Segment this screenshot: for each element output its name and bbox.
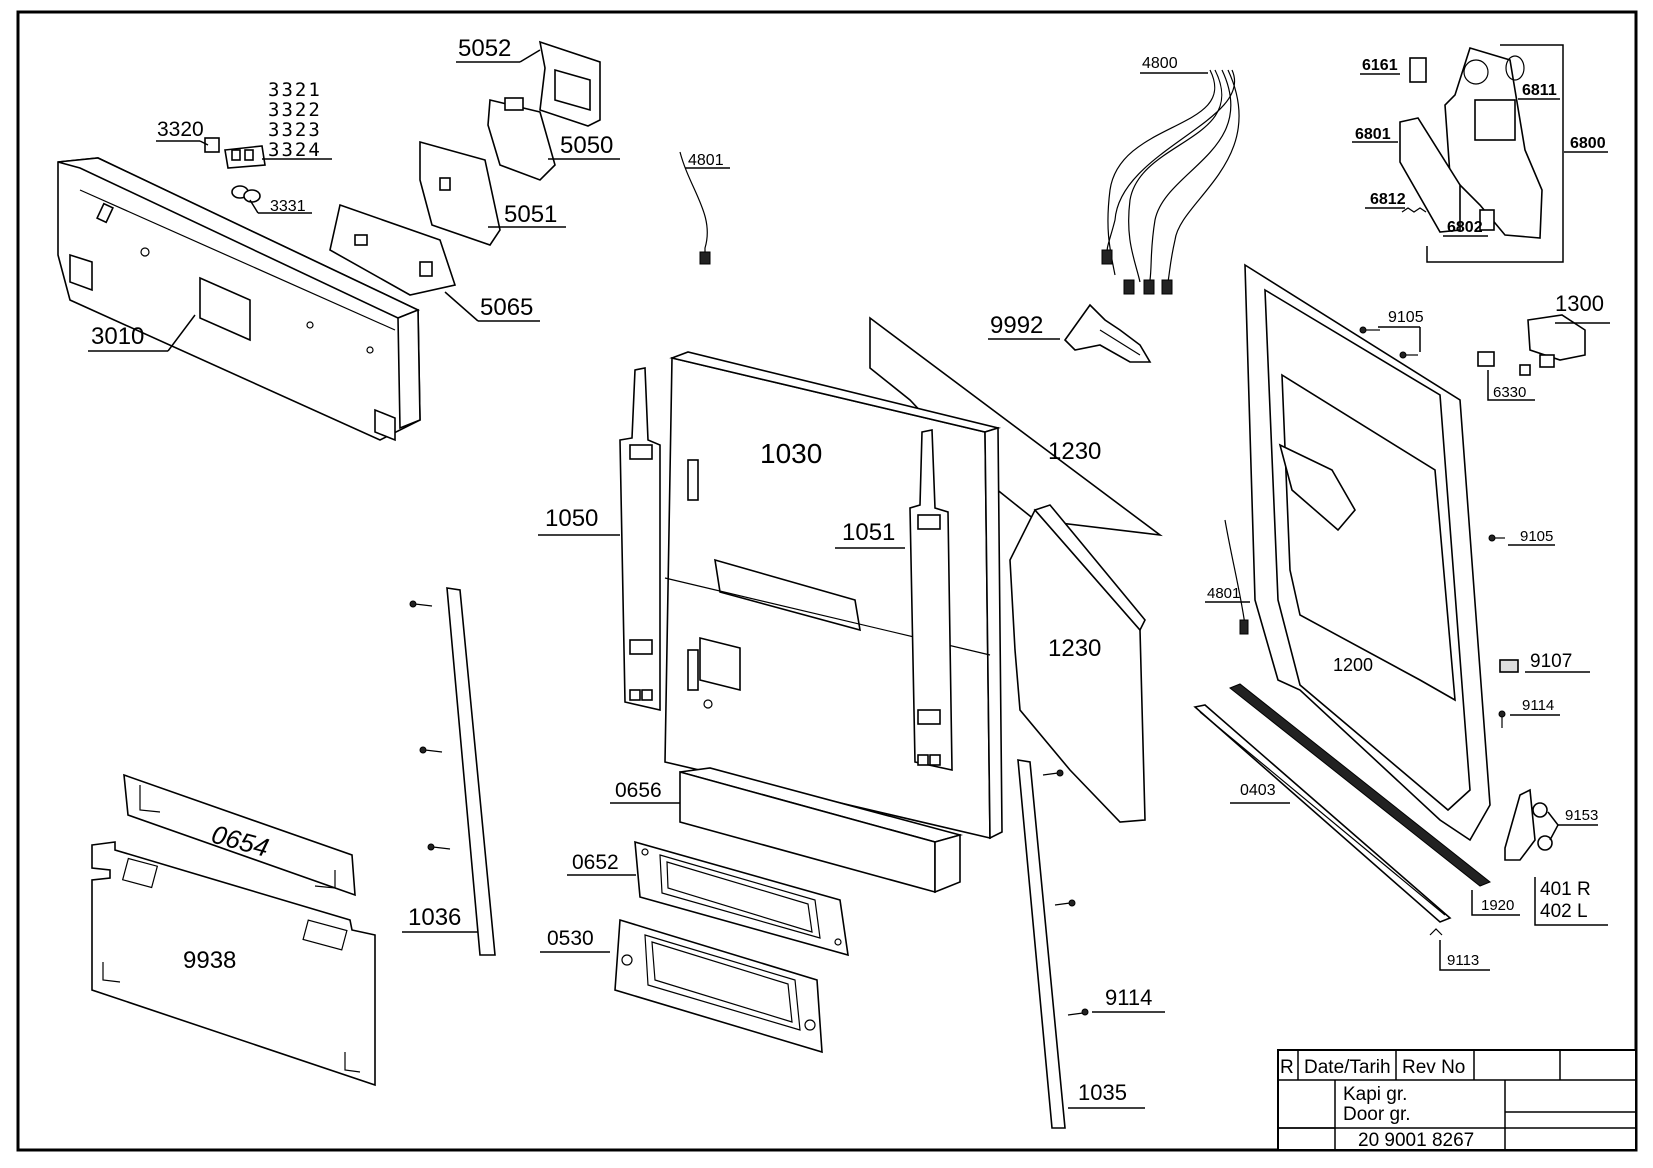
label-1230-lower: 1230 [1048, 635, 1101, 662]
bracket-1051 [909, 429, 953, 771]
panel-0654 [123, 773, 356, 897]
harness-4800 [1101, 69, 1240, 295]
label-9992: 9992 [990, 312, 1043, 339]
control-panel-3010 [57, 157, 421, 442]
label-9114-left: 9114 [1105, 985, 1152, 1010]
label-1920: 1920 [1481, 897, 1514, 914]
label-1200: 1200 [1333, 655, 1373, 675]
label-3321: 3321 [268, 79, 322, 101]
gasket-6801 [1399, 117, 1461, 233]
foam-0656 [679, 767, 964, 894]
label-3331: 3331 [270, 198, 306, 215]
cable-4801-top [679, 151, 708, 260]
label-6811: 6811 [1522, 82, 1557, 99]
label-9107: 9107 [1530, 651, 1572, 672]
label-401: 401 R [1540, 879, 1591, 900]
label-1051: 1051 [842, 519, 895, 546]
strip-1035 [1017, 759, 1066, 1129]
label-5051: 5051 [504, 201, 557, 228]
part-9992 [1063, 303, 1152, 363]
label-1050: 1050 [545, 505, 598, 532]
cable-4801-lower [1224, 519, 1246, 626]
label-9114-right: 9114 [1522, 697, 1554, 714]
dispenser-6800 [1444, 47, 1543, 239]
label-4800: 4800 [1142, 55, 1178, 72]
seal-1920 [1229, 683, 1491, 887]
drawing-frame [16, 10, 1638, 1152]
part-6161 [1409, 57, 1427, 83]
label-5052: 5052 [458, 35, 511, 62]
label-0530: 0530 [547, 927, 594, 950]
screws-9105 [1359, 326, 1505, 542]
screws-1036 [409, 600, 451, 851]
title-block [1277, 1049, 1637, 1151]
title-block-r: R [1280, 1057, 1294, 1078]
bracket-1050 [619, 367, 661, 712]
label-6812: 6812 [1370, 191, 1406, 208]
label-9113: 9113 [1447, 952, 1479, 969]
door-lock-1300 [1519, 314, 1586, 376]
label-1036: 1036 [408, 904, 461, 931]
label-0403: 0403 [1240, 782, 1276, 799]
electronic-card-parts [329, 40, 601, 296]
screws-1035 [1042, 769, 1089, 1016]
button-parts [204, 137, 266, 203]
label-3322: 3322 [268, 99, 322, 121]
hinge-401-402 [1504, 788, 1553, 861]
label-1030: 1030 [760, 438, 822, 469]
label-3320: 3320 [157, 118, 204, 141]
label-9153: 9153 [1565, 807, 1598, 824]
frame-0530 [614, 918, 823, 1054]
label-1230-top: 1230 [1048, 438, 1101, 465]
label-3010: 3010 [91, 323, 144, 350]
strip-1036 [446, 587, 496, 956]
label-3323: 3323 [268, 119, 322, 141]
label-6330: 6330 [1493, 384, 1526, 401]
label-6161: 6161 [1362, 57, 1398, 74]
label-1035: 1035 [1078, 1080, 1127, 1105]
label-9105-top: 9105 [1388, 309, 1424, 326]
door-panel-1030 [664, 351, 1003, 840]
label-6801: 6801 [1355, 126, 1391, 143]
label-3324: 3324 [268, 139, 322, 161]
label-6802: 6802 [1447, 219, 1483, 236]
title-block-rev: Rev No [1402, 1057, 1465, 1078]
ring-6811 [1505, 55, 1525, 81]
title-block-doc-no: 20 9001 8267 [1358, 1130, 1474, 1151]
spring-6812 [1401, 207, 1427, 213]
label-9105-right: 9105 [1520, 528, 1553, 545]
label-5050: 5050 [560, 132, 613, 159]
title-block-title-en: Door gr. [1343, 1104, 1411, 1125]
title-block-title-tr: Kapi gr. [1343, 1084, 1407, 1105]
label-0652: 0652 [572, 851, 619, 874]
label-402: 402 L [1540, 901, 1588, 922]
label-1300: 1300 [1555, 291, 1604, 316]
label-4801-lower: 4801 [1207, 585, 1240, 602]
inner-door-1200 [1244, 263, 1491, 842]
label-5065: 5065 [480, 294, 533, 321]
title-block-date: Date/Tarih [1304, 1057, 1391, 1078]
label-4801-top: 4801 [688, 152, 724, 169]
panel-9938 [91, 841, 376, 1087]
label-0656: 0656 [615, 779, 662, 802]
part-9107 [1499, 659, 1519, 673]
insulation-1230-lower [1009, 508, 1146, 823]
part-6330 [1477, 351, 1495, 367]
frame-0652 [634, 840, 849, 957]
label-9938: 9938 [183, 947, 236, 974]
label-6800: 6800 [1570, 135, 1606, 152]
